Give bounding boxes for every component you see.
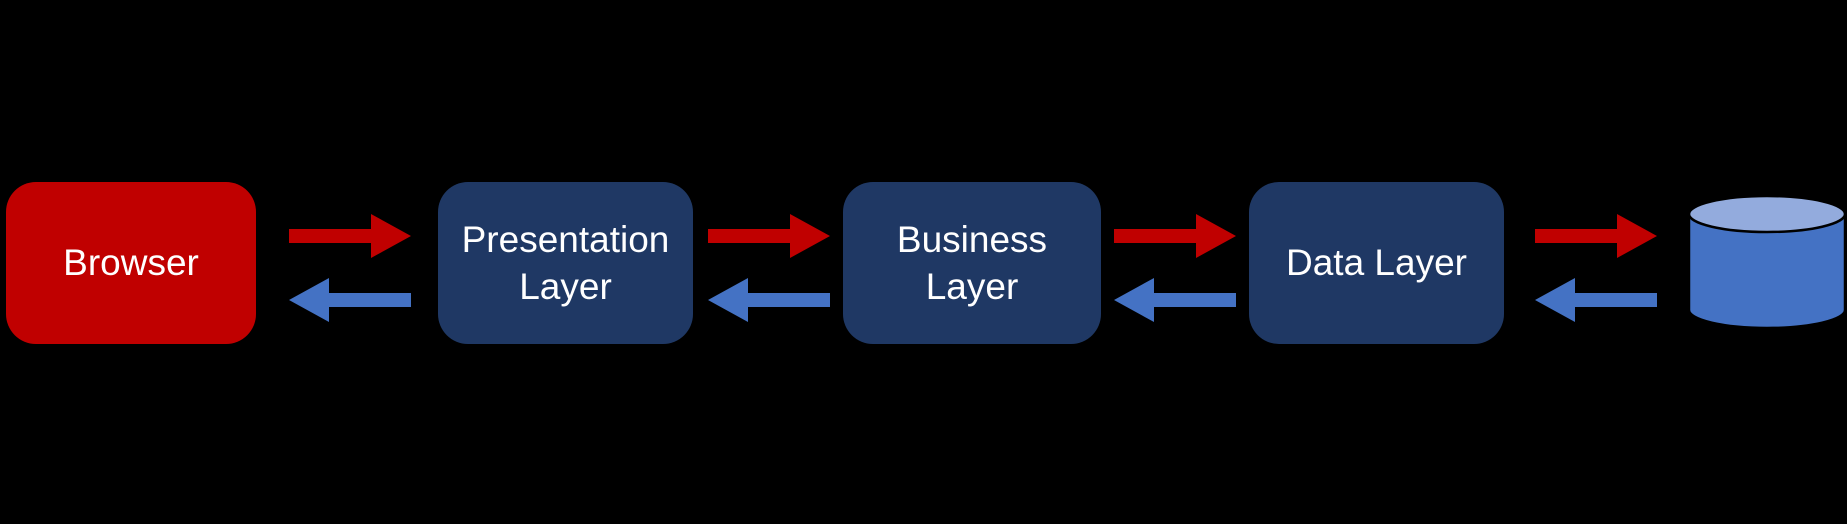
response-arrow-left-icon xyxy=(1535,278,1657,322)
node-business-layer: Business Layer xyxy=(843,182,1101,344)
node-business-layer-label: Business Layer xyxy=(896,218,1048,307)
response-arrow-left-icon xyxy=(289,278,411,322)
node-presentation-layer: Presentation Layer xyxy=(438,182,693,344)
node-browser: Browser xyxy=(6,182,256,344)
request-arrow-right-icon xyxy=(1535,214,1657,258)
response-arrow-left-icon xyxy=(708,278,830,322)
node-data-layer-label: Data Layer xyxy=(1286,242,1467,284)
request-arrow-right-icon xyxy=(708,214,830,258)
node-data-layer: Data Layer xyxy=(1249,182,1504,344)
node-browser-label: Browser xyxy=(63,242,199,284)
node-presentation-layer-label: Presentation Layer xyxy=(461,218,670,307)
response-arrow-left-icon xyxy=(1114,278,1236,322)
request-arrow-right-icon xyxy=(289,214,411,258)
database-cylinder-icon xyxy=(1687,194,1847,330)
request-arrow-right-icon xyxy=(1114,214,1236,258)
